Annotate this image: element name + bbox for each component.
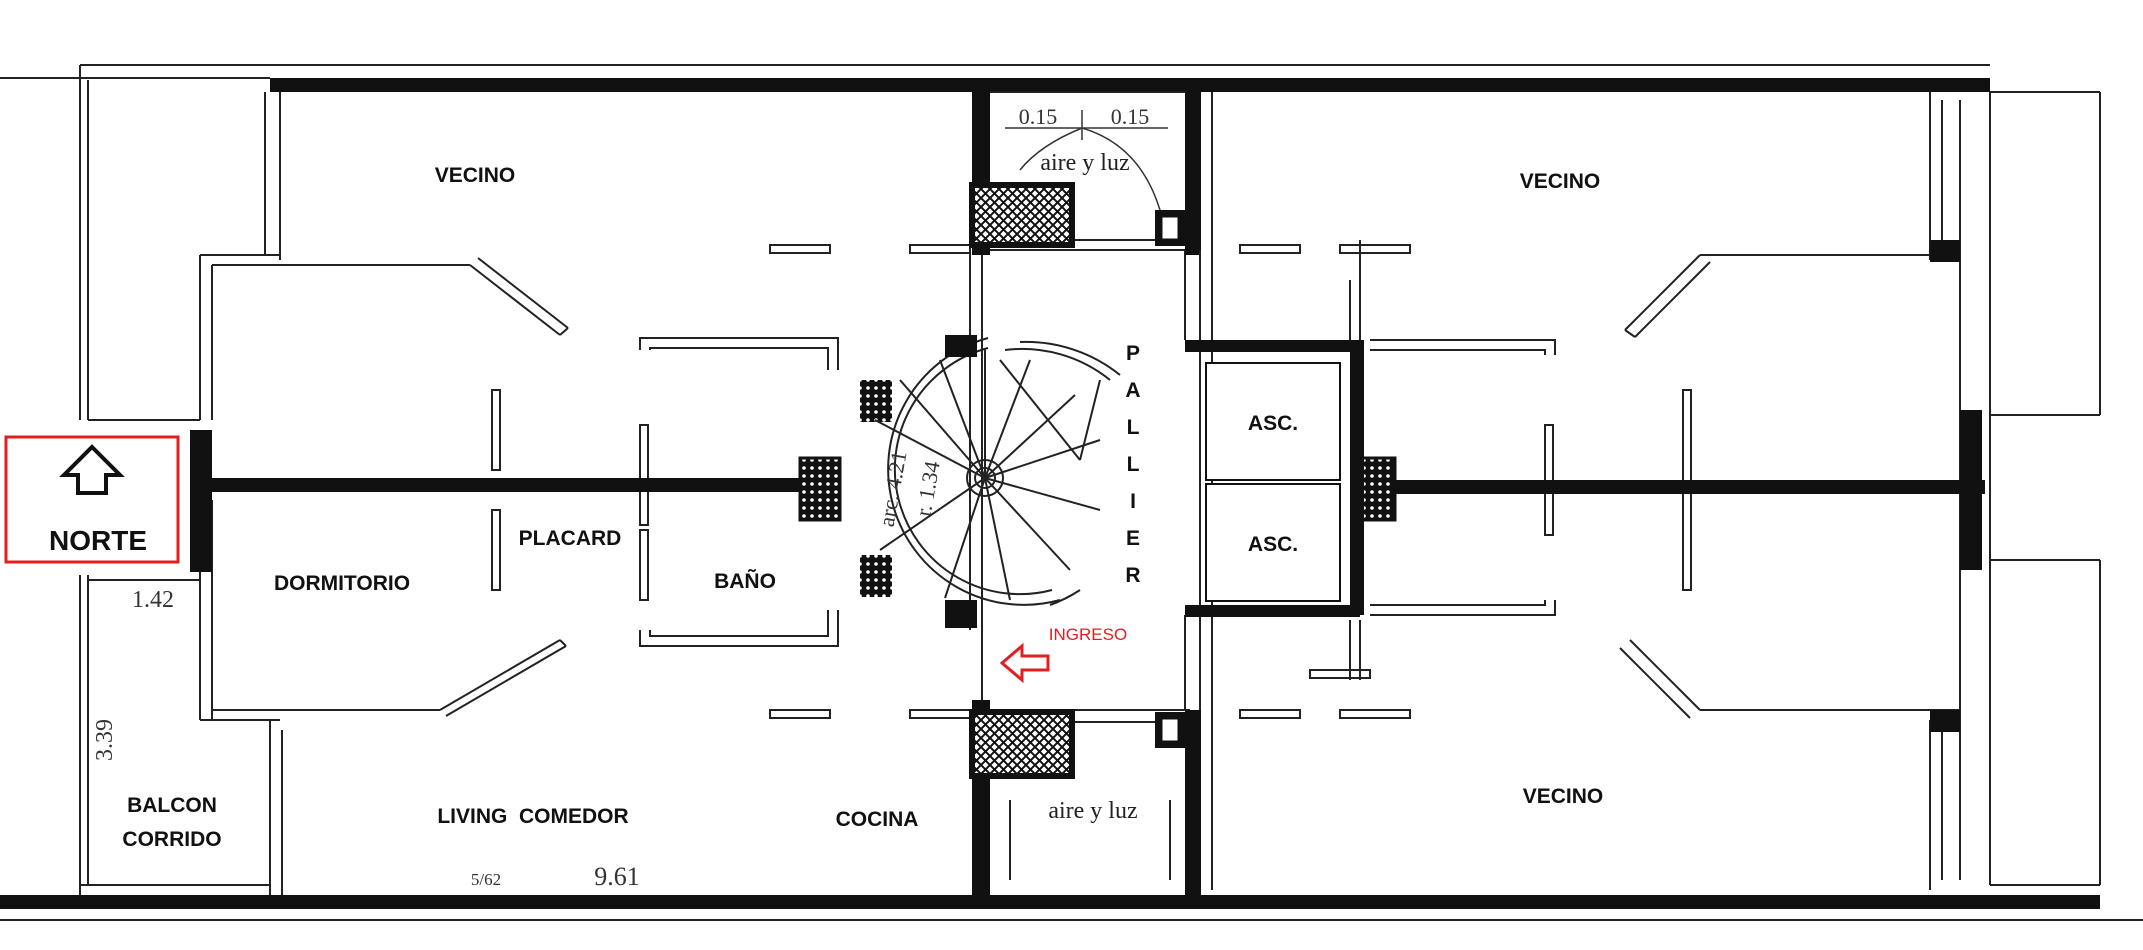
palier-letter: A: [1125, 379, 1140, 402]
dim-339: 3.39: [92, 719, 118, 761]
note-aire-luz-bottom: aire y luz: [1048, 798, 1137, 824]
spiral-stair: [874, 337, 1121, 606]
vent-shaft-top: [969, 182, 1075, 248]
room-label-dormitorio: DORMITORIO: [274, 572, 410, 595]
north-arrow-icon: [59, 444, 125, 495]
stair-arc-note: arc. 4.21: [874, 449, 912, 529]
left-unit-walls: [88, 92, 983, 895]
room-label-vecino-bottom-right: VECINO: [1523, 785, 1604, 808]
dim-562: 5/62: [471, 870, 501, 889]
dim-015-left: 0.15: [1019, 104, 1058, 129]
room-label-vecino-top-right: VECINO: [1520, 170, 1601, 193]
elevator-label-top: ASC.: [1248, 412, 1298, 435]
palier-letter: L: [1127, 416, 1140, 439]
elevator-label-bottom: ASC.: [1248, 533, 1298, 556]
entry-label: INGRESO: [1049, 625, 1127, 644]
north-label: NORTE: [49, 525, 147, 556]
palier-letter: I: [1130, 490, 1136, 513]
palier-letter: R: [1125, 564, 1140, 587]
room-label-balcon: BALCON: [127, 794, 217, 817]
entry-arrow-icon: [999, 642, 1050, 684]
dim-961: 9.61: [594, 862, 640, 891]
room-label-placard: PLACARD: [519, 527, 622, 550]
dim-015-right: 0.15: [1111, 104, 1150, 129]
vent-shaft-bottom: [969, 709, 1075, 779]
dimension-lines: [1005, 110, 1168, 211]
left-party-wall: [200, 478, 840, 492]
palier-letter: L: [1127, 453, 1140, 476]
room-label-cocina: COCINA: [836, 808, 919, 831]
note-aire-luz-top: aire y luz: [1040, 150, 1129, 176]
palier-label: P A L L I E R: [1125, 342, 1140, 587]
right-party-wall: [1395, 480, 1985, 494]
palier-letter: P: [1126, 342, 1140, 365]
palier-letter: E: [1126, 527, 1140, 550]
room-label-corrido: CORRIDO: [122, 828, 221, 851]
elevator-bottom: [1205, 483, 1341, 602]
dim-142: 1.42: [132, 587, 174, 613]
room-label-living-comedor: LIVING COMEDOR: [437, 805, 628, 828]
elevator-top: [1205, 362, 1341, 481]
room-label-vecino-top-left: VECINO: [435, 164, 516, 187]
outer-walls: [0, 64, 2143, 921]
room-label-bano: BAÑO: [714, 570, 776, 593]
